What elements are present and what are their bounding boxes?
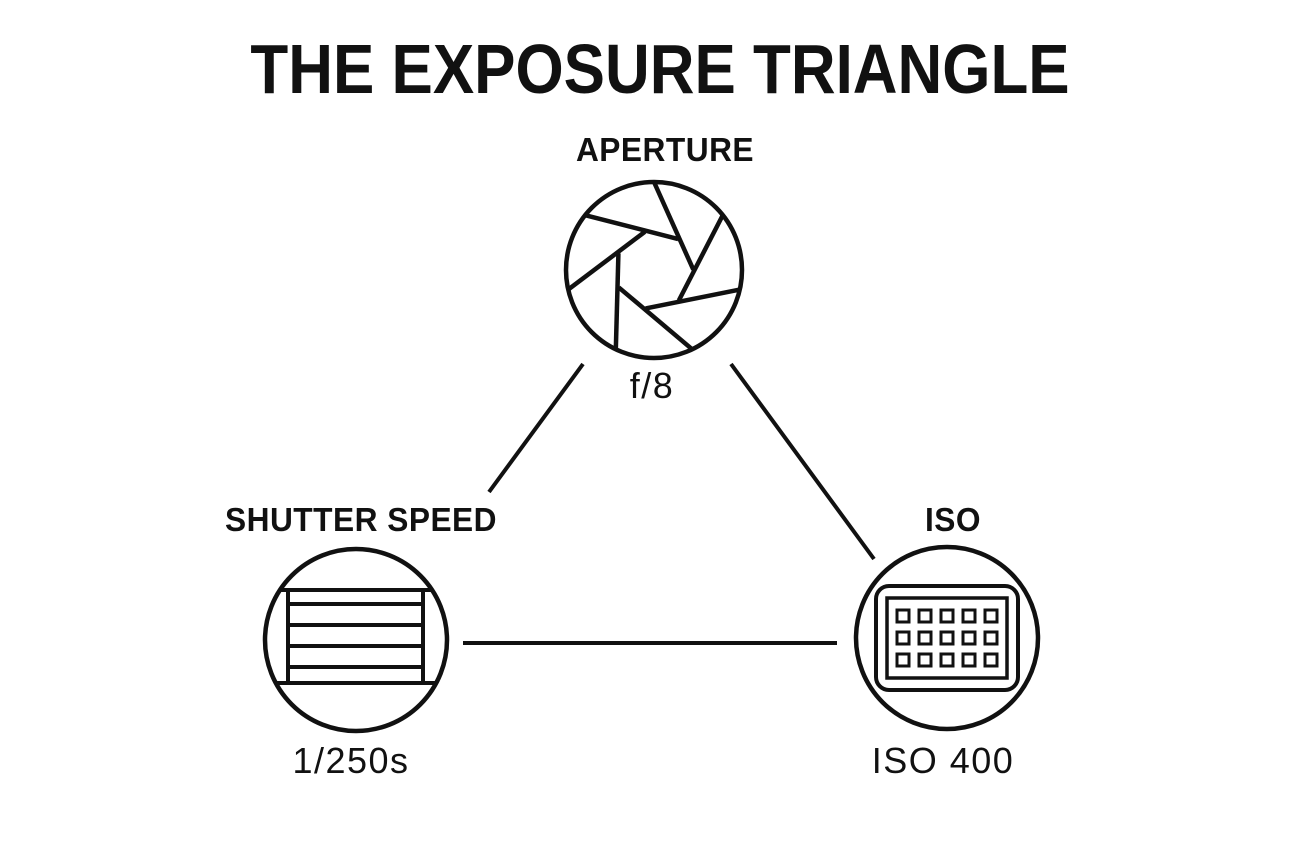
aperture-value: f/8 <box>629 365 675 406</box>
shutter-speed-label: SHUTTER SPEED <box>224 501 498 538</box>
edge-aperture-iso-line <box>729 362 876 561</box>
iso-label: ISO <box>924 501 982 538</box>
page-title: THE EXPOSURE TRIANGLE <box>250 30 1070 108</box>
aperture-label: APERTURE <box>575 131 755 168</box>
iso-value: ISO 400 <box>871 740 1015 781</box>
shutter-speed-icon <box>262 546 450 734</box>
aperture-icon <box>563 179 745 361</box>
edge-aperture-shutter-line <box>487 362 585 494</box>
iso-sensor-icon <box>853 544 1041 732</box>
shutter-speed-value: 1/250s <box>292 740 410 781</box>
